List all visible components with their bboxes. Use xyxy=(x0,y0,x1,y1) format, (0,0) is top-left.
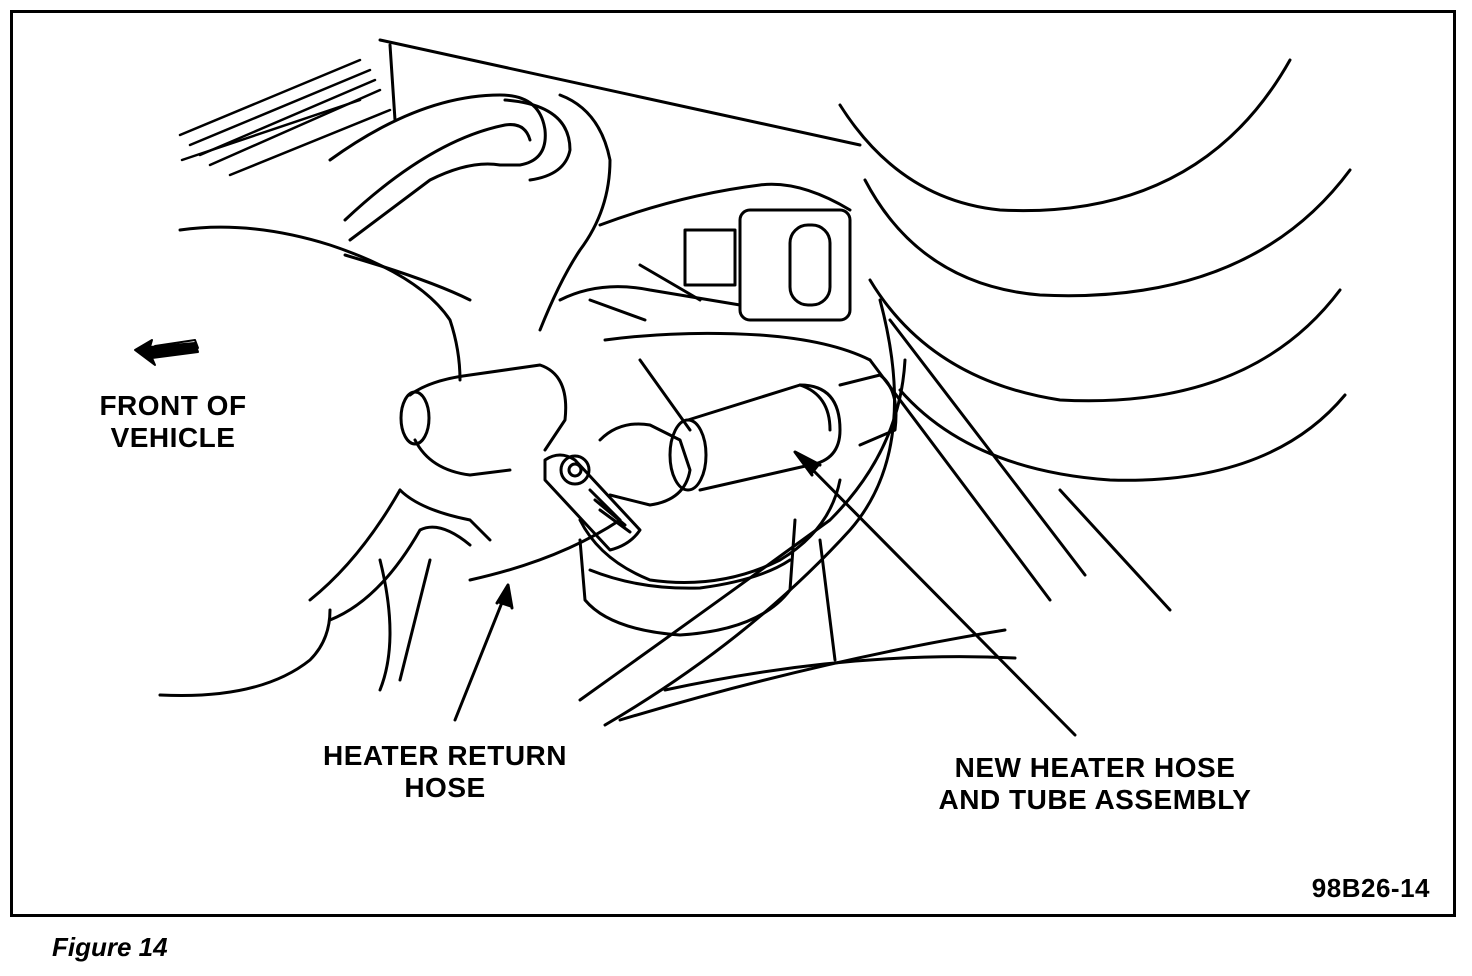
tube-line-3 xyxy=(468,518,622,582)
figure-code: 98B26-14 xyxy=(1311,873,1430,903)
figure-frame xyxy=(10,10,1456,917)
fender-arc-1 xyxy=(838,58,1292,213)
wiring-harness xyxy=(178,58,392,177)
tube-line-2 xyxy=(603,298,897,727)
support-line-3 xyxy=(1058,488,1172,612)
left-shape-upper xyxy=(178,225,462,382)
fender-arc-4 xyxy=(898,388,1347,482)
upper-tube xyxy=(328,93,547,242)
body-contour xyxy=(538,93,612,332)
left-shape-lower xyxy=(158,608,332,698)
new-label-line1: NEW HEATER HOSE xyxy=(954,752,1236,783)
support-line-2 xyxy=(868,358,1052,602)
front-label-line1: FRONT OF xyxy=(99,390,247,421)
tube-bend xyxy=(503,98,572,182)
figure-caption: Figure 14 xyxy=(52,932,168,962)
front-of-vehicle-label: FRONT OF VEHICLE xyxy=(78,390,268,454)
electrical-connector xyxy=(558,182,852,322)
new-label-line2: AND TUBE ASSEMBLY xyxy=(938,784,1252,815)
support-line-1 xyxy=(888,318,1087,577)
front-label-line2: VEHICLE xyxy=(110,422,236,453)
new-heater-hose-label: NEW HEATER HOSE AND TUBE ASSEMBLY xyxy=(905,752,1285,816)
leader-new-hose xyxy=(793,450,1077,737)
base-line-2 xyxy=(663,655,1017,692)
base-line-3 xyxy=(818,538,837,662)
upper-panel-line xyxy=(388,43,397,122)
front-arrow-icon xyxy=(134,339,199,366)
hose-clamp xyxy=(543,453,642,552)
fender-arc-3 xyxy=(868,278,1342,403)
return-label-line2: HOSE xyxy=(404,772,486,803)
leader-return-hose xyxy=(453,583,514,722)
body-contour-2 xyxy=(343,253,472,302)
upper-tube-inner xyxy=(343,123,532,222)
return-label-line1: HEATER RETURN xyxy=(323,740,567,771)
cowl-edge-line xyxy=(378,38,862,147)
new-heater-hose xyxy=(598,373,898,507)
heater-return-hose-label: HEATER RETURN HOSE xyxy=(300,740,590,804)
base-line-1 xyxy=(618,628,1007,722)
fender-arc-2 xyxy=(863,168,1352,298)
heater-return-hose xyxy=(308,363,568,692)
